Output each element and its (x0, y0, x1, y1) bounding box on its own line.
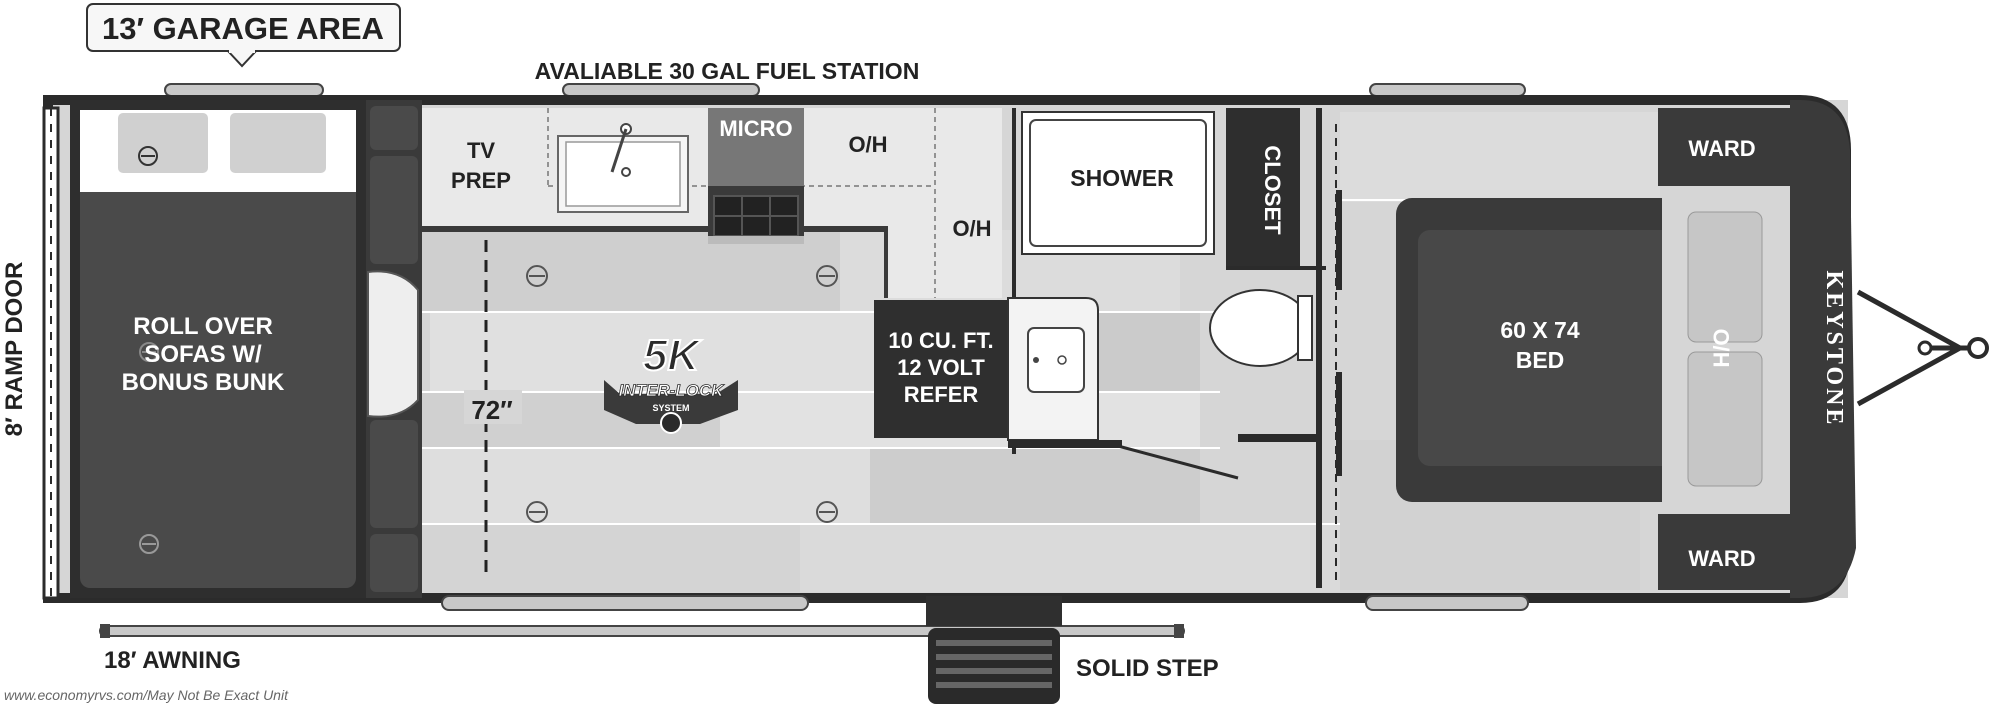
watermark: www.economyrvs.com/May Not Be Exact Unit (4, 687, 289, 703)
solid-step-label: SOLID STEP (1076, 655, 1219, 682)
ramp-door (42, 106, 60, 600)
pillow (118, 113, 208, 173)
wardrobe-bottom (1658, 514, 1790, 590)
front-cap (1790, 100, 1856, 598)
closet-label: CLOSET (1260, 145, 1285, 235)
tie-down-icon (526, 265, 548, 287)
kitchen-counter-side (886, 108, 1002, 298)
toilet (1209, 289, 1311, 367)
hitch (1856, 289, 1989, 407)
window (1365, 595, 1529, 611)
wardrobe-top (1658, 108, 1790, 186)
tv-prep-line2: PREP (451, 168, 511, 193)
refer-line1: 10 CU. FT. (888, 328, 993, 353)
tie-down-icon (816, 501, 838, 523)
sofa-bunk (80, 110, 356, 588)
fuel-station-label: AVALIABLE 30 GAL FUEL STATION (535, 58, 920, 84)
tie-down-icon (138, 146, 158, 166)
window (562, 83, 760, 97)
logo-interlock: INTER-LOCK (619, 381, 726, 400)
ramp-door-label: 8′ RAMP DOOR (1, 262, 28, 437)
bed-label: BED (1516, 347, 1565, 373)
garage-area-label: 13′ GARAGE AREA (102, 11, 384, 46)
tv-prep-line1: TV (467, 138, 495, 163)
window (164, 83, 324, 97)
refer-line3: REFER (904, 382, 979, 407)
refer-line2: 12 VOLT (897, 355, 985, 380)
ward-top-label: WARD (1688, 136, 1755, 161)
logo-5k: 5K (643, 331, 702, 380)
window (1369, 83, 1526, 97)
garage-area-callout: 13′ GARAGE AREA (86, 3, 401, 68)
kitchen-sink (557, 123, 689, 213)
sofa-label-line2: SOFAS W/ (144, 341, 262, 368)
pillow (230, 113, 326, 173)
ho-label: H/O (1709, 328, 1734, 367)
tie-down-icon (139, 534, 159, 554)
bed (1396, 198, 1780, 502)
sofa-label-line3: BONUS BUNK (122, 369, 285, 396)
bath-door (1117, 444, 1239, 480)
brand-label: KEYSTONE (1821, 271, 1847, 428)
interlock-logo: 5K INTER-LOCK SYSTEM (604, 330, 738, 434)
overhead-side-label: O/H (952, 216, 991, 241)
overhead-top-label: O/H (848, 132, 887, 157)
micro-label: MICRO (719, 116, 792, 141)
shower-label: SHOWER (1070, 165, 1174, 191)
tie-down-icon (816, 265, 838, 287)
refrigerator (874, 300, 1020, 438)
bed-size-label: 60 X 74 (1500, 317, 1579, 343)
door-panel (367, 270, 419, 418)
solid-step (926, 596, 1062, 704)
window (441, 595, 809, 611)
logo-system: SYSTEM (652, 403, 689, 413)
tie-down-icon (526, 501, 548, 523)
dimension-label: 72″ (471, 395, 512, 425)
sofa-label-line1: ROLL OVER (133, 313, 273, 340)
awning-label: 18′ AWNING (104, 647, 241, 674)
tie-down-icon (139, 342, 159, 362)
bath-sink (1007, 297, 1099, 441)
ward-bottom-label: WARD (1688, 546, 1755, 571)
closet (1226, 108, 1300, 270)
stove (708, 108, 804, 244)
